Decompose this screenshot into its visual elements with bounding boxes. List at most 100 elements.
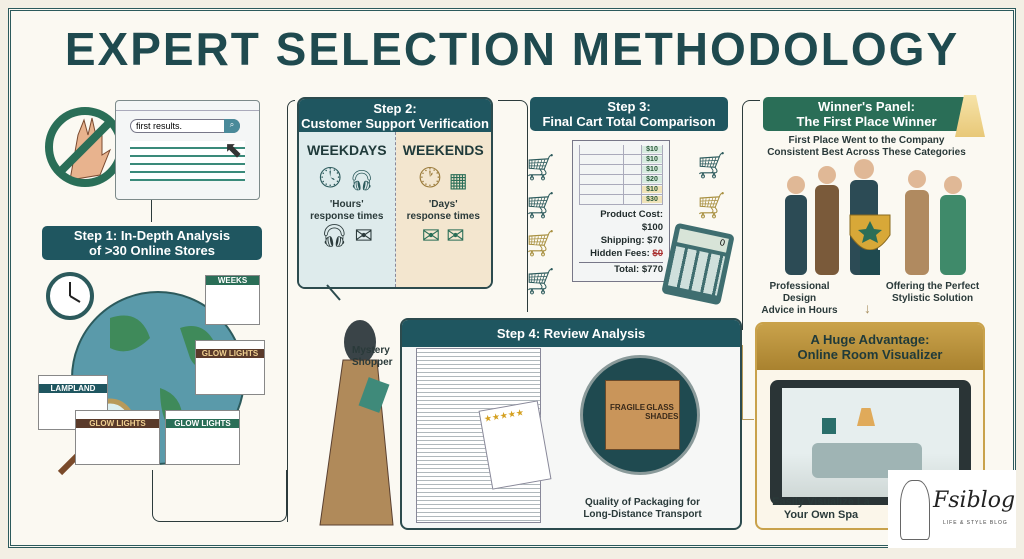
receipt-price: $20 (642, 176, 662, 183)
calendar-icon: WEEKS (205, 275, 260, 325)
search-results (130, 141, 245, 181)
hidden-fees-label: Hidden Fees: (590, 248, 650, 259)
label-line: Mystery (352, 345, 390, 356)
cart-icons: 🛒︎🛒︎🛒︎🛒︎ (524, 152, 558, 296)
step2-subtitle: Customer Support Verification (301, 115, 489, 131)
weekdays-label: WEEKDAYS (306, 142, 387, 158)
store-card: GLOW LIGHTS (75, 410, 160, 465)
envelope-icon: 🎧︎ ✉ (320, 223, 373, 248)
winner-subtitle: The First Place Winner (796, 114, 937, 129)
step2-title: Step 2: (373, 100, 417, 116)
clock-icon: 🕐︎ ▦ (418, 162, 468, 193)
connector (287, 100, 295, 522)
label-line: Shopper (352, 357, 393, 368)
receipt-row: $10 (579, 145, 663, 155)
receipt-table: $10 $10 $10 $20 $10 $30 (579, 145, 663, 205)
connector (152, 470, 287, 522)
browser-toolbar (116, 101, 259, 111)
caption-line: Easily Visualize La (772, 496, 870, 508)
calendar-label: WEEKS (206, 276, 259, 285)
cat-line: Offering the Perfect (885, 281, 980, 292)
caption-line: Long-Distance Transport (583, 509, 702, 520)
fsiblog-logo: Fsiblog LIFE & STYLE BLOG (888, 470, 1016, 548)
receipt-row: $10 (579, 155, 663, 165)
store-card: GLOW LIGHTS (195, 340, 265, 395)
lamp-icon (857, 408, 875, 426)
search-input[interactable]: first results. ⌕ (130, 119, 240, 133)
receipt-price: $10 (642, 156, 662, 163)
connector (742, 100, 760, 330)
connector (498, 100, 528, 312)
receipt-price: $30 (642, 196, 662, 203)
connector (742, 345, 754, 420)
search-text: first results. (136, 121, 183, 131)
cat-line: Advice in Hours (761, 305, 838, 316)
weekends-note: response times (406, 211, 480, 222)
receipt-row: $20 (579, 175, 663, 185)
glass-label: GLASS SHADES (645, 403, 679, 421)
winner-title: Winner's Panel: (818, 99, 915, 114)
weekdays-note: 'Hours' (329, 199, 364, 210)
cart-icons-right: 🛒︎🛒︎ (695, 150, 729, 220)
caption-line: Quality of Packaging for (584, 497, 701, 508)
hidden-fees-value: $0 (652, 248, 663, 259)
receipt-price: $10 (642, 146, 662, 153)
step3-title: Step 3: (607, 99, 651, 114)
advantage-title: A Huge Advantage: (810, 332, 930, 347)
desc-line: First Place Went to the Company (788, 135, 945, 146)
step2-header: Step 2:Customer Support Verification (299, 99, 491, 132)
page-title: EXPERT SELECTION METHODOLOGY (64, 23, 960, 75)
search-icon[interactable]: ⌕ (224, 119, 240, 133)
cat-line: Stylistic Solution (891, 293, 974, 304)
weekends-label: WEEKENDS (402, 142, 484, 158)
weekdays-column: WEEKDAYS 🕓︎ 🎧︎ 'Hours' response times 🎧︎… (299, 132, 396, 287)
clock-icon: 🕓︎ 🎧︎ (319, 162, 375, 193)
receipt-price: $10 (642, 166, 662, 173)
step3-subtitle: Final Cart Total Comparison (542, 114, 716, 129)
headset-icon: 🎧︎ (349, 170, 375, 192)
store-card: GLOW LIGHTS (165, 410, 240, 465)
step1-title: Step 1: In-Depth Analysis (73, 228, 231, 243)
calendar-icon: ▦ (448, 170, 468, 192)
winners-illustration (785, 159, 966, 275)
store-name: GLOW LIGHTS (166, 419, 239, 428)
step2-panel: Step 2:Customer Support Verification WEE… (297, 97, 493, 289)
total-cost: Total: $770 (579, 262, 663, 276)
step3-header: Step 3:Final Cart Total Comparison (530, 97, 728, 131)
store-name: LAMPLAND (39, 384, 107, 393)
receipt-price: $10 (642, 186, 662, 193)
weekdays-note: response times (310, 211, 384, 222)
advantage-header: A Huge Advantage:Online Room Visualizer (757, 324, 983, 370)
desc-line: Consistent Best Across These Categories (767, 147, 966, 158)
hidden-fees: Hidden Fees: $0 (579, 247, 663, 260)
mystery-shopper-illustration (319, 284, 394, 526)
connector (151, 200, 152, 222)
store-name: GLOW LIGHTS (76, 419, 159, 428)
receipt-row: $10 (579, 165, 663, 175)
fragile-label: FRAGILE (610, 403, 646, 412)
arrow-down-icon: ↓ (864, 300, 871, 316)
receipt-row: $30 (579, 195, 663, 205)
shipping-cost: Shipping: $70 (600, 235, 663, 246)
weekends-note: 'Days' (428, 199, 458, 210)
receipt: $10 $10 $10 $20 $10 $30 Product Cost: $100 Sh… (572, 140, 670, 282)
store-name: GLOW LIGHTS (196, 349, 264, 358)
step4-header: Step 4: Review Analysis (402, 320, 740, 347)
advantage-subtitle: Online Room Visualizer (797, 347, 943, 362)
product-cost: Product Cost: $100 (600, 209, 663, 233)
receipt-row: $10 (579, 185, 663, 195)
browser-window: first results. ⌕ (115, 100, 260, 200)
weekends-column: WEEKENDS 🕐︎ ▦ 'Days' response times ✉ ✉ (395, 132, 491, 287)
cat-line: Professional Design (769, 281, 830, 304)
envelope-alert-icon: ✉ ✉ (421, 223, 465, 248)
lamp-icon (822, 418, 836, 434)
